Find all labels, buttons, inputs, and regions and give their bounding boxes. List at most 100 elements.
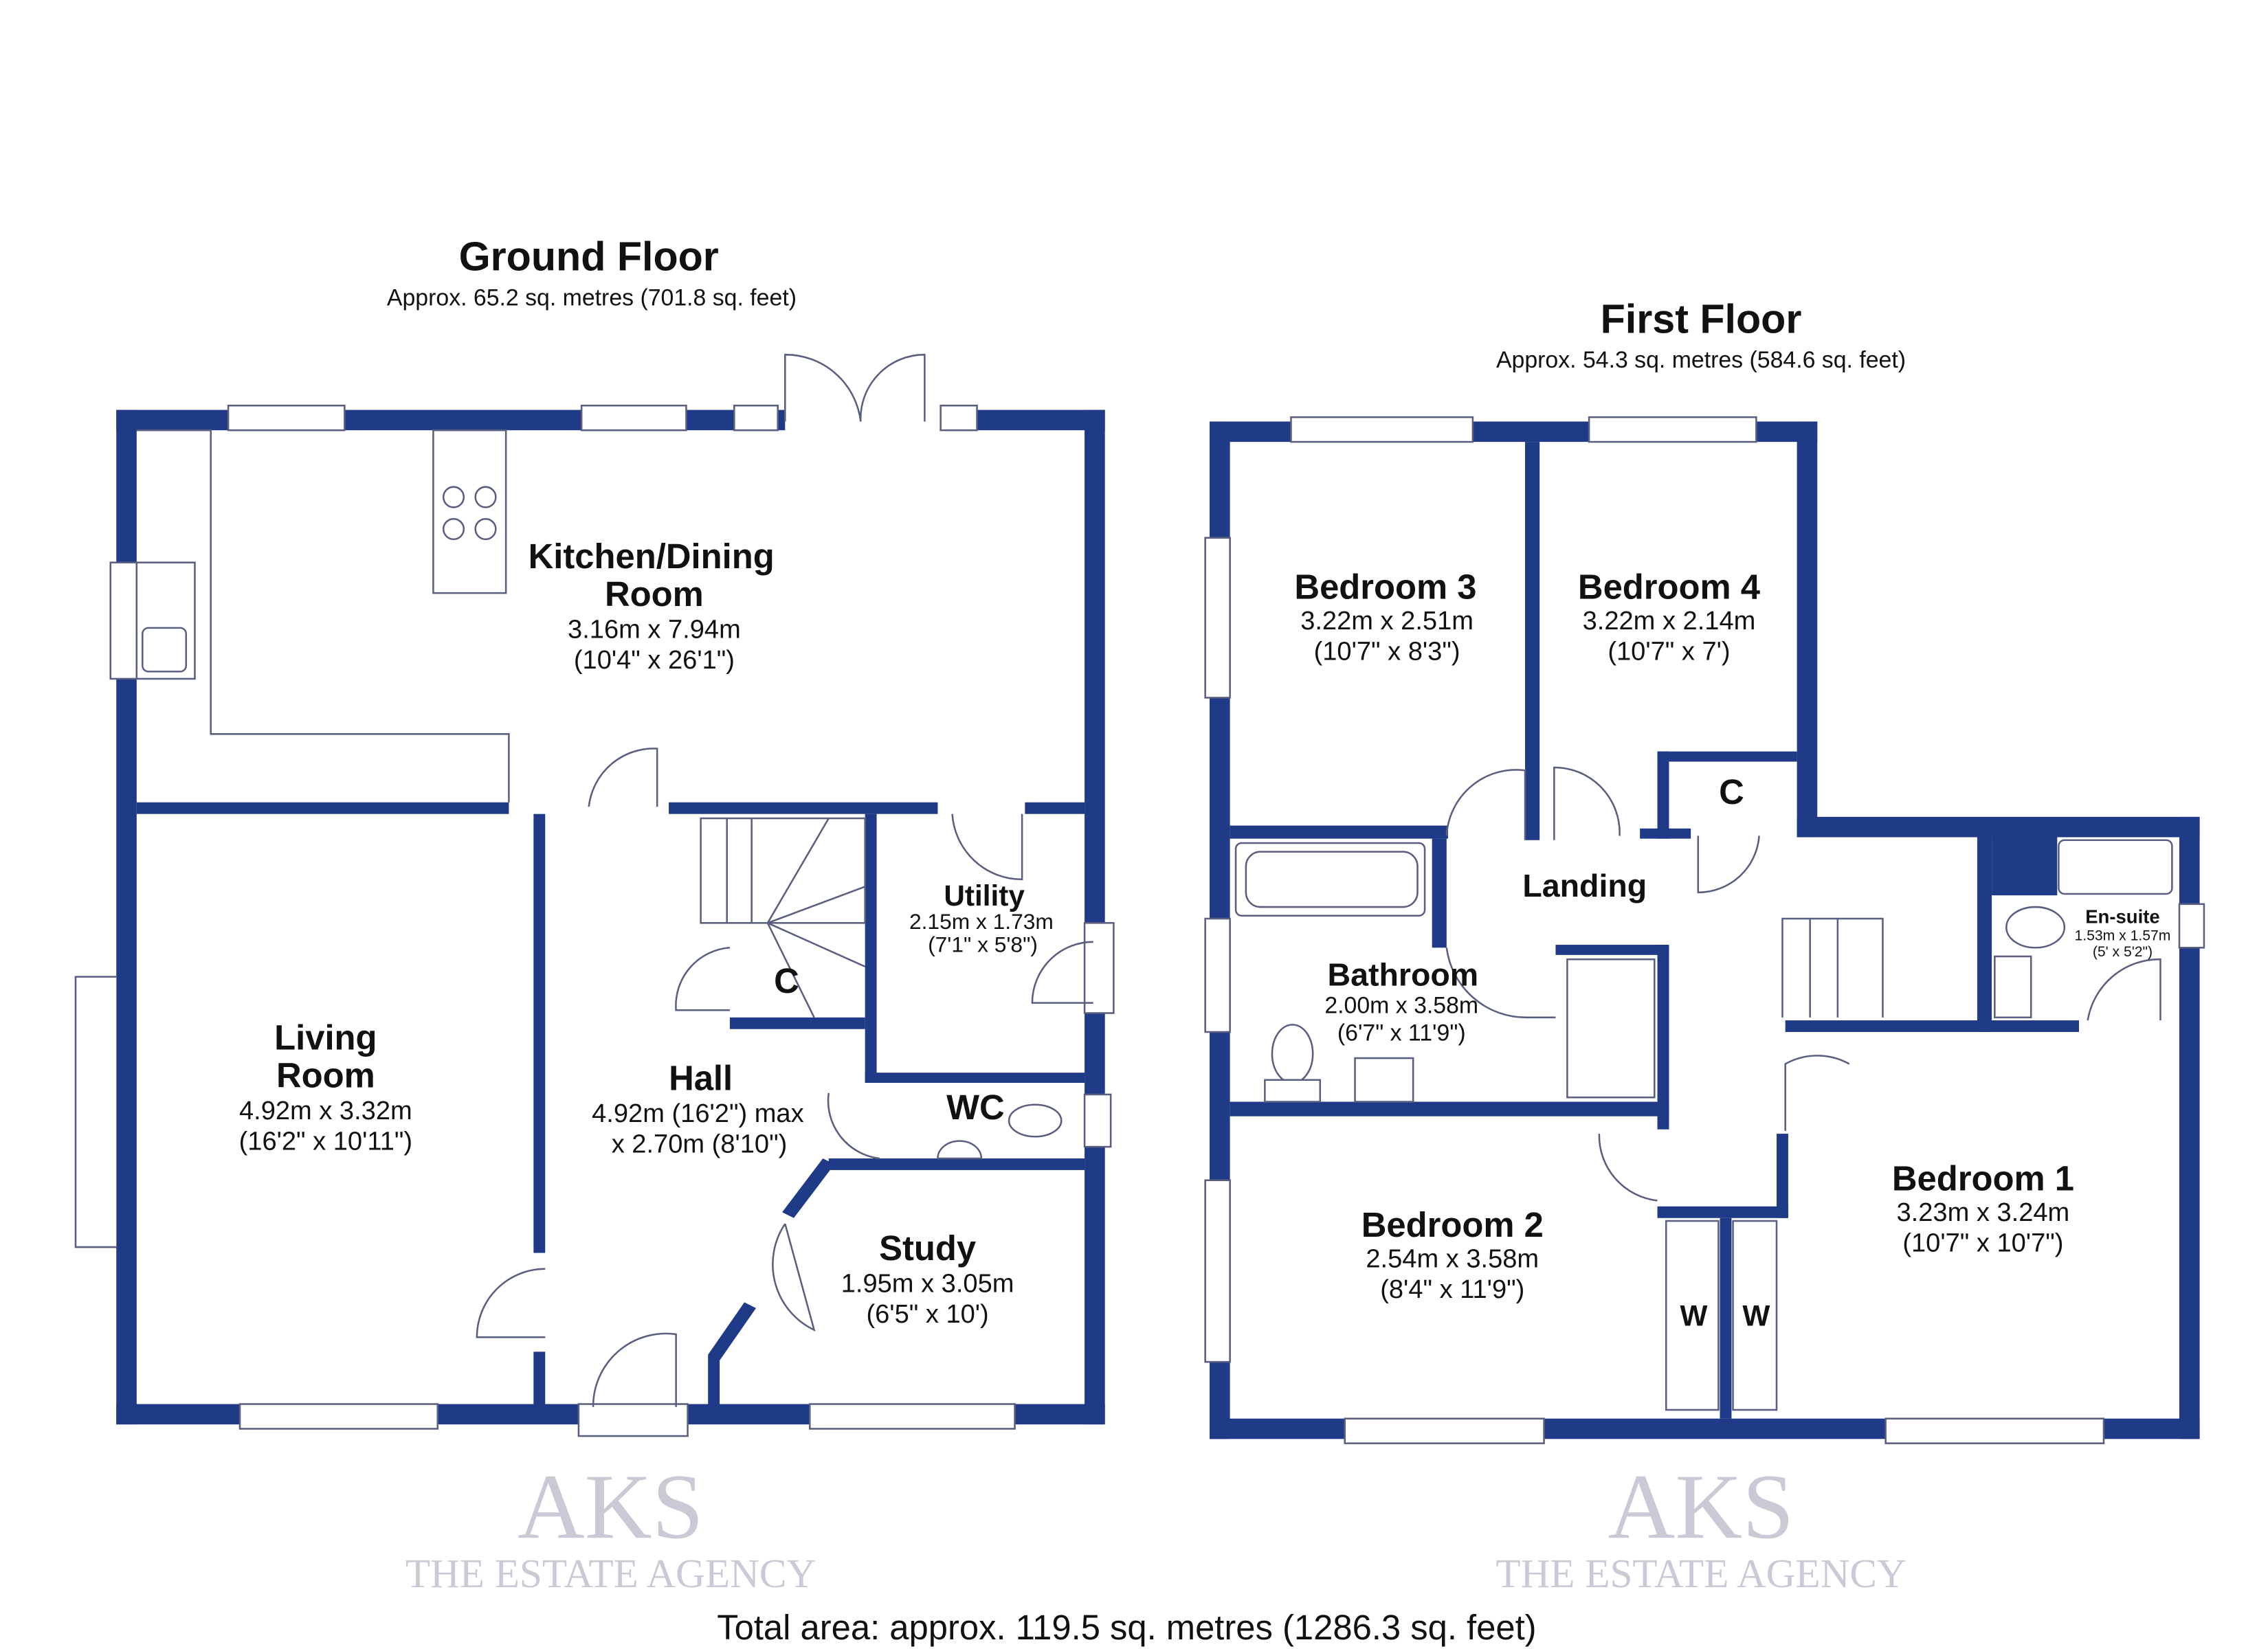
window — [1588, 416, 1757, 443]
basin-icon — [1994, 955, 2032, 1019]
wall — [1230, 1101, 1669, 1117]
wall — [1657, 751, 1669, 839]
room-name: Landing — [1522, 868, 1647, 904]
total-area: Total area: approx. 119.5 sq. metres (12… — [717, 1608, 1536, 1647]
room-name: En-suite — [2085, 906, 2159, 927]
first-floor-area: Approx. 54.3 sq. metres (584.6 sq. feet) — [1496, 347, 1906, 373]
ground-floor-title: Ground Floor — [459, 234, 719, 280]
wall — [1657, 945, 1669, 1130]
window — [109, 561, 138, 680]
wall — [865, 814, 877, 1084]
door — [1031, 941, 1093, 1004]
room-name: W — [1680, 1299, 1707, 1332]
window — [1204, 917, 1231, 1033]
door — [675, 947, 731, 1011]
front-door — [577, 1403, 689, 1437]
plan-detail — [767, 922, 866, 967]
room-dimensions: 3.22m x 2.14m — [1583, 607, 1756, 636]
room-dimensions: 2.54m x 3.58m — [1366, 1245, 1539, 1274]
door — [1784, 1055, 1850, 1131]
door — [1697, 835, 1760, 894]
wall — [669, 802, 938, 814]
room-name: W — [1742, 1299, 1770, 1332]
wall — [1777, 1134, 1788, 1218]
window — [1204, 537, 1231, 699]
room-name: Bedroom 1 — [1892, 1159, 2074, 1198]
room-name: Bathroom — [1328, 956, 1479, 992]
window — [1083, 1093, 1112, 1148]
door — [476, 1268, 546, 1338]
kitchen-worktop — [136, 429, 510, 803]
wall — [1025, 802, 1085, 814]
room-name: Hall — [669, 1059, 733, 1098]
door — [588, 748, 658, 807]
room-dimensions-imperial: (10'4" x 26'1") — [574, 646, 735, 675]
wall — [828, 1158, 1085, 1170]
wall — [1432, 838, 1447, 948]
room-dimensions-imperial: (10'7" x 7') — [1608, 637, 1730, 666]
shower-icon — [2058, 839, 2173, 895]
wall — [1640, 828, 1691, 839]
window — [580, 404, 687, 431]
room-name: WC — [946, 1088, 1005, 1127]
room-dimensions: 3.22m x 2.51m — [1300, 607, 1474, 636]
window — [238, 1403, 438, 1430]
plan-detail — [142, 627, 188, 673]
wall — [1657, 1206, 1788, 1218]
room-dimensions-imperial: (5' x 5'2") — [2093, 944, 2153, 960]
plan-detail — [442, 486, 465, 508]
wardrobe — [1732, 1220, 1778, 1411]
watermark-tagline: THE ESTATE AGENCY — [405, 1551, 816, 1596]
room-dimensions: 1.95m x 3.05m — [841, 1270, 1014, 1299]
room-dimensions-imperial: (6'7" x 11'9") — [1337, 1020, 1466, 1046]
wall — [1992, 837, 2058, 896]
toilet-icon — [2005, 906, 2066, 949]
window — [1344, 1417, 1545, 1444]
watermark: AKS THE ESTATE AGENCY AKS THE ESTATE AGE… — [405, 1455, 1906, 1596]
patio-door — [784, 353, 862, 422]
room-name: Room — [605, 574, 704, 614]
watermark-logo: AKS — [1608, 1455, 1794, 1558]
plan-detail — [474, 486, 497, 508]
window — [1885, 1417, 2105, 1444]
door — [772, 1223, 816, 1332]
wardrobe — [1665, 1220, 1720, 1411]
shower-icon — [1566, 958, 1656, 1099]
room-name: Utility — [944, 879, 1025, 912]
wall — [136, 802, 509, 814]
ground-floor-plan: Ground Floor Approx. 65.2 sq. metres (70… — [74, 234, 1115, 1437]
window — [940, 404, 978, 431]
door — [1445, 769, 1526, 840]
bay-window — [74, 976, 117, 1248]
room-name: C — [1719, 772, 1744, 811]
door — [2087, 958, 2161, 1021]
toilet-icon — [1271, 1024, 1314, 1084]
watermark-logo: AKS — [518, 1455, 704, 1558]
wall — [1785, 1020, 2079, 1032]
room-dimensions: 3.16m x 7.94m — [568, 616, 741, 644]
plan-detail — [766, 922, 815, 1018]
window — [2178, 903, 2205, 949]
wall — [1797, 816, 2200, 838]
room-dimensions-imperial: x 2.70m (8'10") — [612, 1130, 788, 1159]
plan-detail — [700, 817, 866, 924]
hob-unit — [432, 429, 507, 594]
toilet-icon — [1008, 1103, 1063, 1138]
room-dimensions-imperial: (16'2" x 10'11") — [239, 1127, 412, 1156]
door — [592, 1332, 677, 1407]
room-dimensions: 4.92m x 3.32m — [239, 1097, 412, 1125]
wall — [1085, 410, 1105, 1425]
window — [227, 404, 346, 431]
window — [1290, 416, 1474, 443]
plan-detail — [1781, 917, 1884, 1018]
wall — [1555, 945, 1669, 955]
wall — [533, 814, 546, 1253]
room-name: Kitchen/Dining — [529, 537, 775, 576]
first-floor-title: First Floor — [1601, 295, 1802, 341]
first-floor-plan: First Floor Approx. 54.3 sq. metres (584… — [1204, 295, 2205, 1444]
room-dimensions: 1.53m x 1.57m — [2075, 928, 2171, 944]
plan-detail — [860, 353, 926, 422]
room-name: Bedroom 3 — [1294, 568, 1476, 607]
wall — [708, 1302, 756, 1404]
